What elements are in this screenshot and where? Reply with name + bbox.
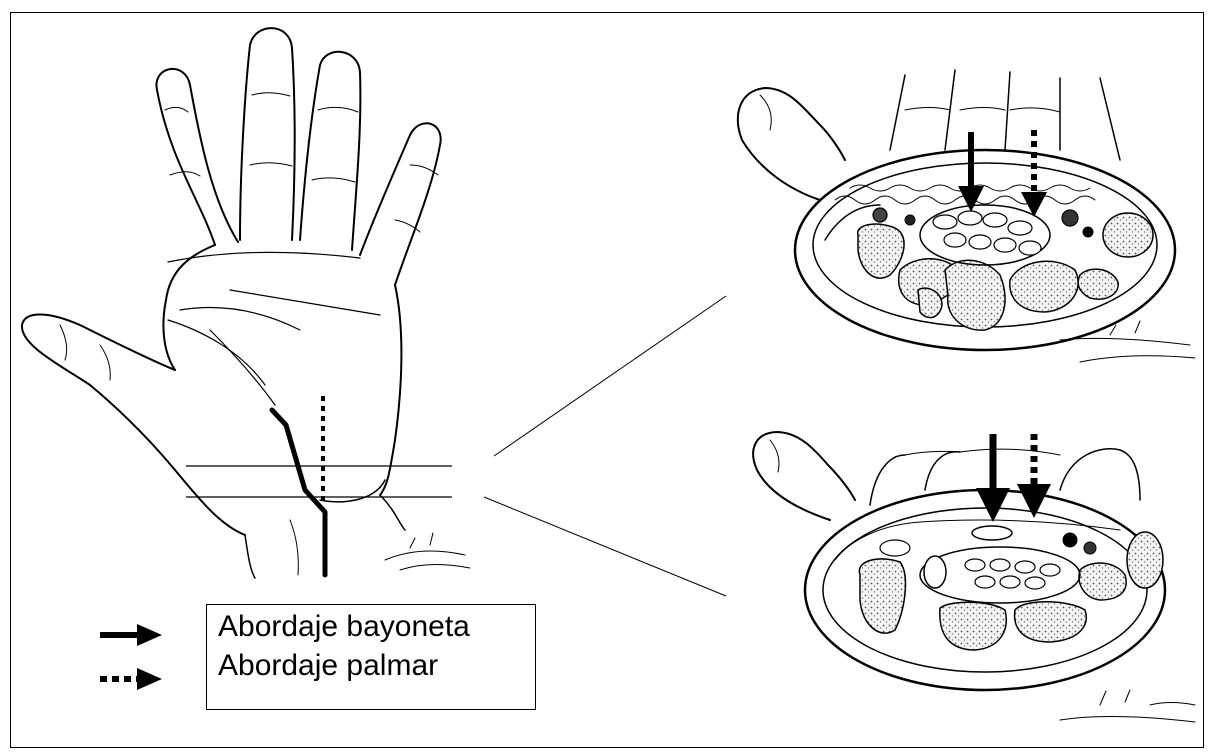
cross-section-distal — [753, 432, 1195, 722]
legend-dotted-arrow-icon — [100, 668, 162, 690]
leader-lines — [484, 296, 726, 596]
legend-solid-arrow-icon — [100, 624, 162, 646]
bayonet-incision — [272, 410, 325, 575]
cross-section-proximal — [738, 70, 1195, 362]
hand-drawing — [22, 28, 470, 578]
legend-label-palmar: Abordaje palmar — [218, 651, 438, 681]
legend-label-bayonet: Abordaje bayoneta — [218, 612, 470, 642]
section-level-lines — [186, 466, 452, 497]
